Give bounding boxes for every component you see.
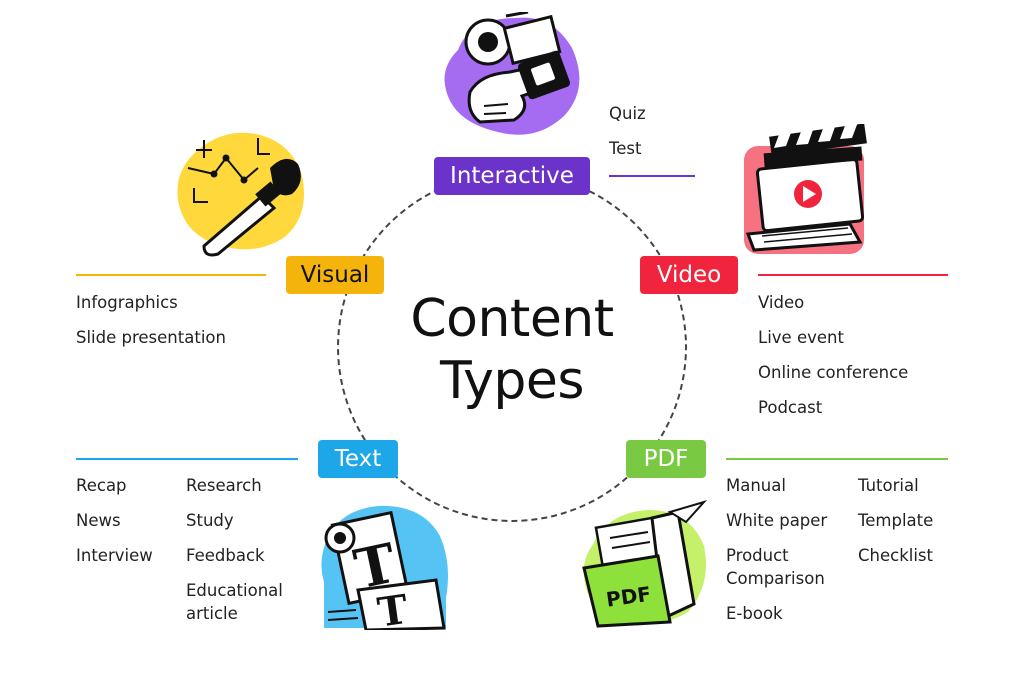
- video-item-live-event: Live event: [758, 328, 844, 347]
- text-item-educational: Educational: [186, 581, 283, 600]
- text-item-research: Research: [186, 476, 262, 495]
- category-badge-interactive: Interactive: [434, 157, 590, 195]
- text-divider: [76, 458, 298, 460]
- clapperboard-laptop-icon: [740, 122, 875, 263]
- visual-divider: [76, 274, 266, 276]
- title-line-2: Types: [439, 351, 585, 411]
- text-item-feedback: Feedback: [186, 546, 265, 565]
- text-item-study: Study: [186, 511, 234, 530]
- interactive-item-quiz: Quiz: [609, 104, 646, 123]
- category-badge-video: Video: [640, 256, 738, 294]
- pdf-item-tutorial: Tutorial: [858, 476, 919, 495]
- diagram-title: Content Types: [362, 288, 662, 412]
- svg-text:T: T: [375, 586, 411, 630]
- paintbrush-icon: [174, 128, 309, 262]
- pdf-item-e-book: E-book: [726, 604, 783, 623]
- category-badge-text: Text: [318, 440, 398, 478]
- video-item-online-conference: Online conference: [758, 363, 909, 382]
- video-divider: [758, 274, 948, 276]
- interactive-divider: [609, 175, 695, 177]
- text-item-interview: Interview: [76, 546, 153, 565]
- text-item-news: News: [76, 511, 121, 530]
- pdf-item-comparison: Comparison: [726, 569, 825, 588]
- pdf-item-manual: Manual: [726, 476, 786, 495]
- text-item-recap: Recap: [76, 476, 127, 495]
- pdf-item-white-paper: White paper: [726, 511, 828, 530]
- pdf-item-checklist: Checklist: [858, 546, 933, 565]
- text-tool-icon: T T: [318, 502, 453, 637]
- pdf-item-template: Template: [858, 511, 934, 530]
- title-line-1: Content: [410, 289, 614, 349]
- visual-item-infographics: Infographics: [76, 293, 178, 312]
- visual-item-slide-presentation: Slide presentation: [76, 328, 226, 347]
- category-badge-visual: Visual: [286, 256, 384, 294]
- video-item-podcast: Podcast: [758, 398, 823, 417]
- category-badge-pdf: PDF: [626, 440, 706, 478]
- interactive-item-test: Test: [609, 139, 642, 158]
- video-item-video: Video: [758, 293, 805, 312]
- watch-hand-icon: [440, 10, 590, 141]
- text-item-article: article: [186, 604, 238, 623]
- pdf-folder-icon: PDF: [578, 500, 713, 634]
- pdf-divider: [726, 458, 948, 460]
- pdf-item-product: Product: [726, 546, 789, 565]
